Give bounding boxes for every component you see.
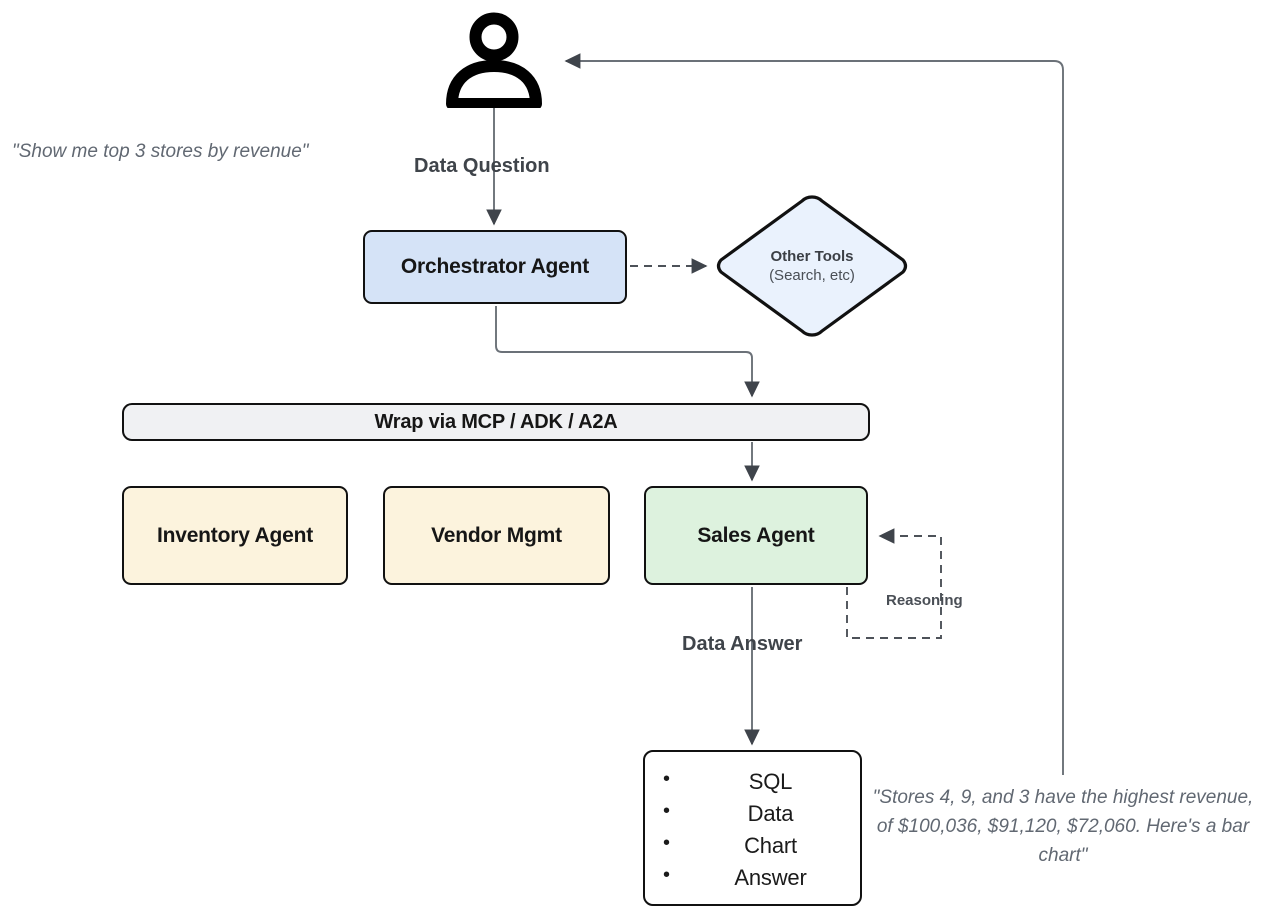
output-list: SQL Data Chart Answer — [645, 752, 860, 894]
orchestrator-label: Orchestrator Agent — [400, 255, 590, 278]
list-item: Data — [663, 797, 860, 830]
list-item: Chart — [663, 829, 860, 862]
wrapper-label: Wrap via MCP / ADK / A2A — [374, 410, 618, 433]
edge-label-reasoning: Reasoning — [886, 592, 963, 609]
quote-agent-answer: "Stores 4, 9, and 3 have the highest rev… — [872, 787, 1254, 866]
node-output-artifacts[interactable]: SQL Data Chart Answer — [643, 750, 862, 906]
node-inventory-agent[interactable]: Inventory Agent — [122, 486, 348, 585]
edge-label-data-answer: Data Answer — [682, 633, 803, 655]
sales-agent-label: Sales Agent — [697, 523, 815, 547]
diamond-shape — [716, 195, 908, 337]
other-tools-label-group: Other Tools (Search, etc) — [712, 192, 912, 340]
vendor-mgmt-label: Vendor Mgmt — [431, 523, 562, 547]
node-vendor-mgmt[interactable]: Vendor Mgmt — [383, 486, 610, 585]
inventory-agent-label: Inventory Agent — [156, 523, 314, 547]
node-orchestrator-agent[interactable]: Orchestrator Agent — [363, 230, 627, 304]
node-wrapper-mcp-adk-a2a[interactable]: Wrap via MCP / ADK / A2A — [122, 403, 870, 441]
node-sales-agent[interactable]: Sales Agent — [644, 486, 868, 585]
list-item: SQL — [663, 765, 860, 798]
list-item: Answer — [663, 861, 860, 894]
other-tools-title: Other Tools — [770, 247, 854, 265]
quote-user-question: "Show me top 3 stores by revenue" — [12, 141, 309, 162]
person-icon — [446, 12, 542, 110]
other-tools-subtitle: (Search, etc) — [769, 267, 855, 284]
edge-label-data-question: Data Question — [414, 155, 550, 177]
node-other-tools[interactable]: Other Tools (Search, etc) — [712, 192, 912, 340]
